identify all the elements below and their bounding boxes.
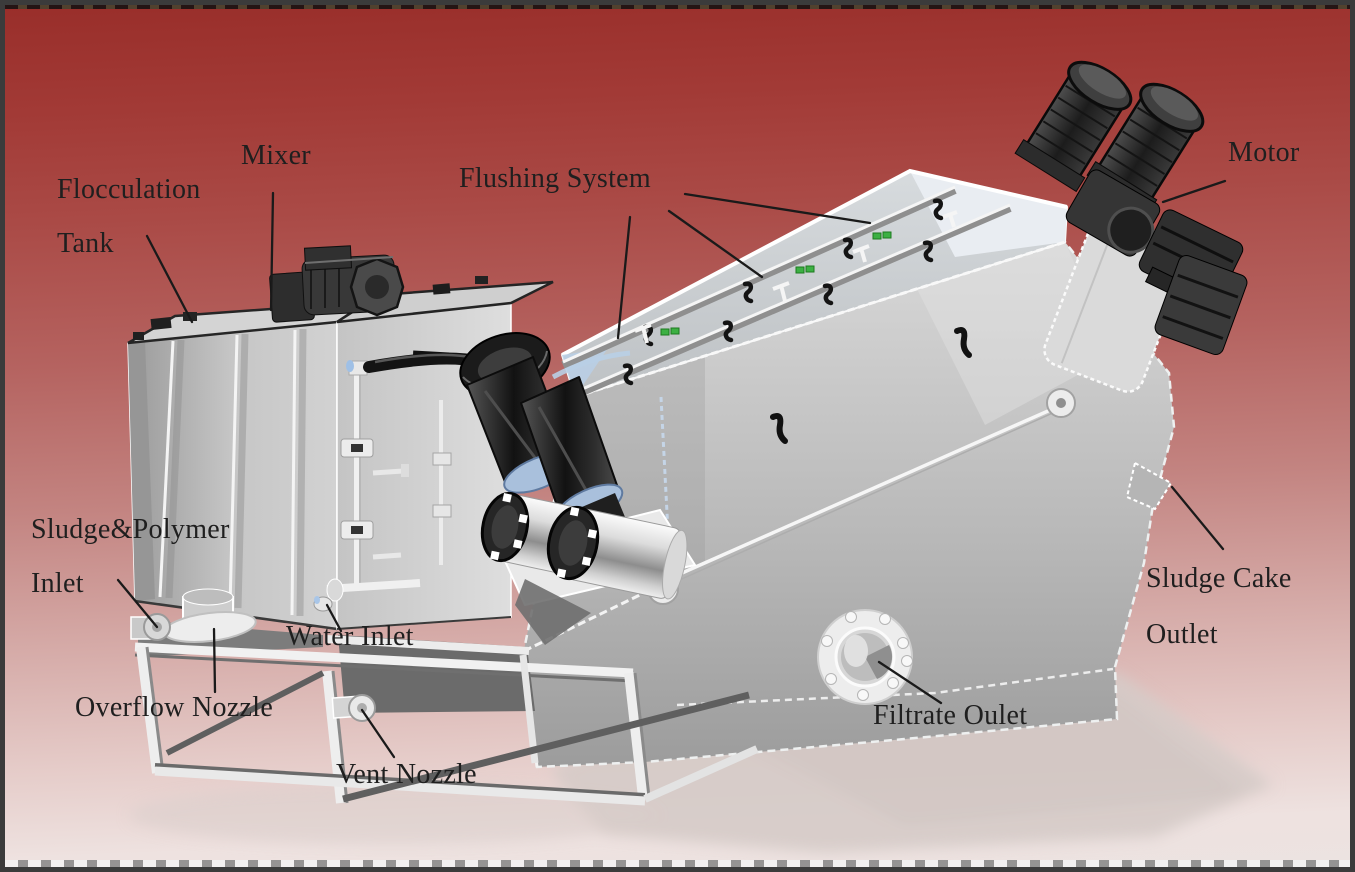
label-sludge-cake-outlet-line-2: Outlet [1146, 619, 1218, 650]
frame-top-dashes [5, 5, 1350, 9]
press-body [522, 240, 1176, 769]
filtrate-outlet-flange [817, 609, 913, 705]
leader-flushing-2 [667, 209, 764, 279]
dewatering-drums [480, 491, 697, 645]
spray-nozzle-brackets [634, 210, 958, 344]
green-markers [660, 231, 892, 336]
vent-nozzle-graphic [331, 694, 376, 722]
frame-bottom-dashes [5, 860, 1350, 867]
leader-sludge-polymer-inlet [116, 578, 159, 629]
leader-motor [1161, 179, 1227, 204]
leader-mixer [269, 191, 275, 312]
label-vent-nozzle: Vent Nozzle [336, 759, 477, 790]
label-sludge-polymer-inlet-line-1: Sludge&Polymer [31, 514, 230, 545]
pipe-clamps [622, 198, 944, 386]
leader-flocculation-tank [145, 234, 194, 324]
label-water-inlet: Water Inlet [286, 621, 414, 652]
leader-water-inlet [325, 603, 343, 633]
motor-cluster [1014, 60, 1248, 356]
drum-2 [546, 505, 688, 600]
support-foot-right [1125, 461, 1173, 511]
flushing-pipes [561, 185, 1012, 397]
body-seam [672, 405, 1058, 579]
lifting-lug-right [1046, 388, 1076, 418]
label-mixer: Mixer [241, 140, 311, 171]
label-filtrate-outlet: Filtrate Oulet [873, 700, 1028, 731]
body-highlight [905, 242, 1115, 425]
motor-1 [1014, 60, 1133, 193]
leader-overflow-nozzle [212, 627, 217, 694]
drum-shadow-wedge [515, 579, 591, 645]
mixer-graphic [269, 245, 405, 323]
label-flocculation-tank-line-2: Tank [57, 228, 114, 259]
label-sludge-polymer-inlet-line-2: Inlet [31, 568, 84, 599]
leader-flushing-1 [616, 215, 632, 340]
label-flushing-system: Flushing System [459, 163, 651, 194]
leader-sludge-cake-outlet [1170, 485, 1225, 551]
label-flocculation-tank-line-1: Flocculation [57, 174, 201, 205]
gearbox-3 [1154, 254, 1248, 356]
leader-filtrate-outlet [877, 660, 943, 705]
tank-piping [313, 360, 452, 612]
leader-vent-nozzle [360, 708, 396, 759]
leader-flushing-3 [683, 192, 872, 225]
leader-lines [116, 179, 1227, 759]
label-overflow-nozzle: Overflow Nozzle [75, 692, 274, 723]
machine-illustration [116, 60, 1273, 853]
hatch-handles [770, 327, 972, 444]
flocculation-tank-graphic [127, 300, 372, 631]
support-frame [134, 620, 759, 806]
feed-hoppers [459, 332, 625, 537]
label-motor: Motor [1228, 137, 1300, 168]
label-sludge-cake-outlet-line-1: Sludge Cake [1146, 563, 1292, 594]
flushing-system-deck [560, 168, 1069, 399]
